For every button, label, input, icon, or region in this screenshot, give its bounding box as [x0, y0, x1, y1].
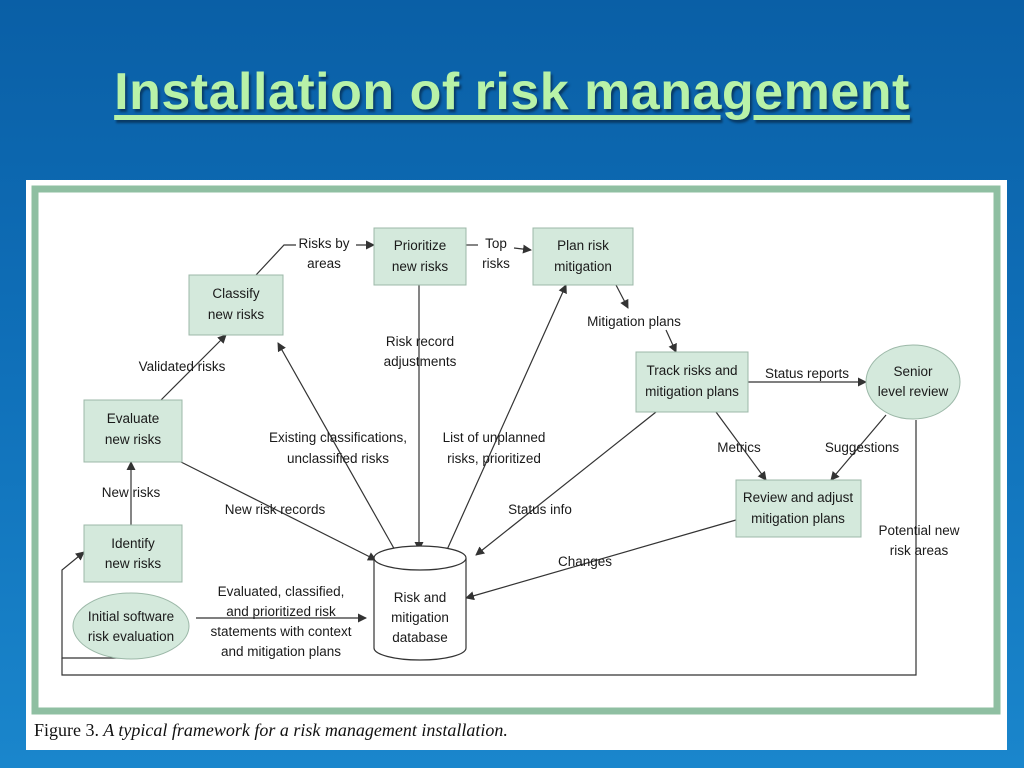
label-top-risks-line-2: risks	[482, 256, 510, 271]
node-classify-new-risks: Classify new risks	[188, 274, 284, 336]
node-identify-line-2: new risks	[105, 556, 162, 571]
edge-initial-to-identify	[61, 551, 136, 659]
node-senior-level-review: Senior level review	[865, 344, 961, 420]
edge-classify-to-prioritize	[255, 244, 296, 276]
label-existing-line-2: unclassified risks	[287, 451, 389, 466]
node-database-line-2: mitigation	[391, 610, 449, 625]
slide-title: Installation of risk management	[114, 63, 910, 121]
node-classify-line-1: Classify	[212, 286, 260, 301]
node-plan-risk-mitigation: Plan risk mitigation	[532, 227, 634, 286]
node-prioritize-line-2: new risks	[392, 259, 449, 274]
node-database-line-1: Risk and	[394, 590, 447, 605]
node-review-line-1: Review and adjust	[743, 490, 854, 505]
label-unplanned-line-2: risks, prioritized	[447, 451, 541, 466]
node-initial-line-1: Initial software	[88, 609, 174, 624]
node-prioritize-line-1: Prioritize	[394, 238, 447, 253]
node-review-adjust: Review and adjust mitigation plans	[735, 479, 862, 538]
edge-review-to-database	[465, 519, 737, 601]
label-risks-by-line-1: Risks by	[298, 236, 349, 251]
node-evaluate-line-2: new risks	[105, 432, 162, 447]
edge-top-to-plan	[513, 244, 532, 254]
label-mitigation-plans: Mitigation plans	[587, 314, 681, 329]
edge-evaluate-to-database	[180, 461, 377, 561]
figure-card: Identify new risks Evaluate new risks Cl…	[26, 180, 1007, 750]
label-unplanned-line-1: List of unplanned	[443, 430, 546, 445]
figure-caption-number: Figure 3.	[34, 720, 99, 740]
label-suggestions: Suggestions	[825, 440, 900, 455]
label-evaluated-line-3: statements with context	[210, 624, 351, 639]
label-existing-line-1: Existing classifications,	[269, 430, 407, 445]
label-validated-risks: Validated risks	[139, 359, 226, 374]
node-plan-line-2: mitigation	[554, 259, 612, 274]
label-evaluated-line-1: Evaluated, classified,	[218, 584, 345, 599]
label-changes: Changes	[558, 554, 612, 569]
node-evaluate-line-1: Evaluate	[107, 411, 160, 426]
edge-database-to-classify	[277, 342, 397, 553]
label-potential-line-2: risk areas	[890, 543, 949, 558]
node-track-line-2: mitigation plans	[645, 384, 739, 399]
node-track-line-1: Track risks and	[646, 363, 737, 378]
label-risk-record-line-2: adjustments	[384, 354, 457, 369]
edges	[61, 240, 917, 676]
label-evaluated-line-4: and mitigation plans	[221, 644, 341, 659]
figure-caption-text: A typical framework for a risk managemen…	[103, 720, 508, 740]
node-prioritize-new-risks: Prioritize new risks	[373, 227, 467, 286]
risk-framework-diagram: Identify new risks Evaluate new risks Cl…	[31, 185, 1001, 715]
edge-track-to-review	[715, 411, 767, 481]
node-initial-software-risk: Initial software risk evaluation	[72, 592, 190, 660]
node-senior-line-1: Senior	[893, 364, 933, 379]
edge-senior-to-review	[830, 414, 887, 481]
node-senior-line-2: level review	[878, 384, 949, 399]
edge-track-to-database	[475, 411, 657, 556]
edge-database-to-plan	[445, 284, 567, 553]
node-plan-line-1: Plan risk	[557, 238, 609, 253]
node-classify-line-2: new risks	[208, 307, 265, 322]
node-review-line-2: mitigation plans	[751, 511, 845, 526]
label-new-risks: New risks	[102, 485, 161, 500]
edge-mitigation-to-track	[665, 329, 677, 353]
label-risks-by-line-2: areas	[307, 256, 341, 271]
label-metrics: Metrics	[717, 440, 761, 455]
node-initial-line-2: risk evaluation	[88, 629, 174, 644]
label-evaluated-line-2: and prioritized risk	[226, 604, 336, 619]
figure-caption: Figure 3. A typical framework for a risk…	[34, 720, 508, 741]
node-evaluate-new-risks: Evaluate new risks	[83, 399, 183, 463]
label-risk-record-line-1: Risk record	[386, 334, 454, 349]
node-database-line-3: database	[392, 630, 448, 645]
node-identify-new-risks: Identify new risks	[83, 524, 183, 583]
node-track-risks: Track risks and mitigation plans	[635, 351, 749, 413]
label-status-info: Status info	[508, 502, 572, 517]
label-new-risk-records: New risk records	[225, 502, 326, 517]
edge-evaluate-to-classify	[160, 334, 227, 401]
node-risk-database: Risk and mitigation database	[373, 545, 467, 661]
edge-senior-loop	[61, 420, 917, 676]
label-top-risks-line-1: Top	[485, 236, 507, 251]
edge-plan-to-track	[615, 284, 629, 309]
label-potential-line-1: Potential new	[878, 523, 959, 538]
label-status-reports: Status reports	[765, 366, 849, 381]
node-identify-line-1: Identify	[111, 536, 155, 551]
